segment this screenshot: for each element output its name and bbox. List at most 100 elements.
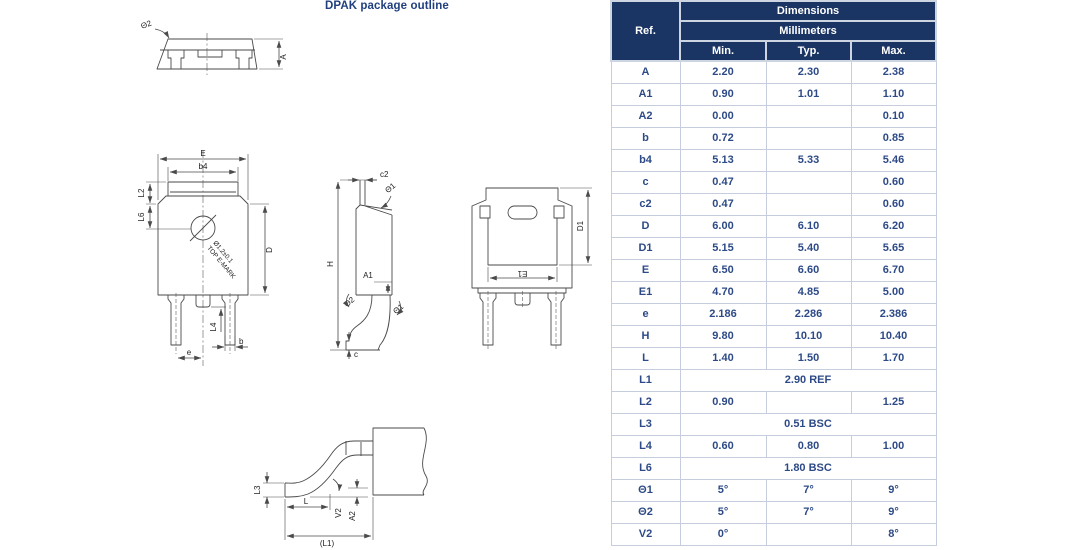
- typ-cell: 6.10: [765, 214, 852, 238]
- ref-cell: c2: [610, 192, 681, 216]
- ref-cell: Θ2: [610, 500, 681, 524]
- side-view-label-a1: A1: [363, 271, 373, 280]
- foot-detail-label-v2: V2: [334, 508, 343, 518]
- min-cell: 0.47: [679, 192, 767, 216]
- foot-detail-label-l3: L3: [253, 485, 262, 494]
- min-cell: 0.00: [679, 104, 767, 128]
- side-view-label-theta1-top: Θ1: [383, 181, 397, 195]
- ref-cell: V2: [610, 522, 681, 546]
- min-cell: 6.50: [679, 258, 767, 282]
- typ-cell: 2.30: [765, 60, 852, 84]
- max-cell: 0.10: [850, 104, 937, 128]
- ref-cell: L1: [610, 368, 681, 392]
- max-cell: 8°: [850, 522, 937, 546]
- max-cell: 9°: [850, 500, 937, 524]
- max-cell: 0.85: [850, 126, 937, 150]
- ref-cell: D: [610, 214, 681, 238]
- min-cell: 0.90: [679, 390, 767, 414]
- max-cell: 6.20: [850, 214, 937, 238]
- typ-header-cell: Typ.: [765, 40, 852, 62]
- top-view-label-e-pitch: e: [187, 348, 192, 357]
- typ-cell: 0.80: [765, 434, 852, 458]
- span-value-cell: 2.90 REF: [679, 368, 937, 392]
- ref-cell: e: [610, 302, 681, 326]
- min-cell: 5°: [679, 478, 767, 502]
- package-outline-drawings: A Θ2 E b4 L2 L6 D Ø1.: [137, 18, 592, 548]
- max-cell: 2.38: [850, 60, 937, 84]
- min-cell: 5.15: [679, 236, 767, 260]
- foot-detail-label-l: L: [304, 497, 309, 506]
- dimensions-table-header: Ref. Dimensions Millimeters Min. Typ. Ma…: [610, 0, 937, 62]
- back-view-drawing: D1 E1: [471, 187, 592, 350]
- back-view-label-e1: E1: [517, 269, 527, 278]
- min-cell: 5.13: [679, 148, 767, 172]
- ref-cell: L4: [610, 434, 681, 458]
- max-cell: 9°: [850, 478, 937, 502]
- ref-cell: L3: [610, 412, 681, 436]
- min-cell: 0.60: [679, 434, 767, 458]
- min-cell: 9.80: [679, 324, 767, 348]
- ref-cell: A: [610, 60, 681, 84]
- side-view-label-theta1-bottom: Θ1: [391, 302, 405, 316]
- side-view-label-theta2: Θ2: [342, 295, 356, 309]
- max-cell: 10.40: [850, 324, 937, 348]
- foot-detail-drawing: L3 L V2 A2 (L1): [253, 427, 428, 548]
- max-cell: 0.60: [850, 170, 937, 194]
- top-view-label-b4: b4: [199, 162, 208, 171]
- ref-cell: b: [610, 126, 681, 150]
- min-cell: 0°: [679, 522, 767, 546]
- front-view-drawing: A Θ2: [140, 18, 288, 75]
- typ-cell: [765, 192, 852, 216]
- max-cell: 5.00: [850, 280, 937, 304]
- typ-cell: 1.01: [765, 82, 852, 106]
- typ-cell: 7°: [765, 500, 852, 524]
- foot-detail-label-a2: A2: [348, 511, 357, 521]
- ref-cell: H: [610, 324, 681, 348]
- ref-cell: L: [610, 346, 681, 370]
- min-cell: 2.20: [679, 60, 767, 84]
- top-view-label-l6: L6: [137, 212, 146, 221]
- min-cell: 6.00: [679, 214, 767, 238]
- min-cell: 0.90: [679, 82, 767, 106]
- top-view-label-e: E: [200, 149, 205, 158]
- typ-cell: 7°: [765, 478, 852, 502]
- max-header-cell: Max.: [850, 40, 937, 62]
- typ-cell: 5.40: [765, 236, 852, 260]
- typ-cell: [765, 170, 852, 194]
- side-view-label-c: c: [354, 350, 358, 359]
- typ-cell: [765, 104, 852, 128]
- min-header-cell: Min.: [679, 40, 767, 62]
- ref-cell: D1: [610, 236, 681, 260]
- max-cell: 1.70: [850, 346, 937, 370]
- typ-cell: 10.10: [765, 324, 852, 348]
- ref-cell: A1: [610, 82, 681, 106]
- ref-cell: L2: [610, 390, 681, 414]
- typ-cell: [765, 390, 852, 414]
- min-cell: 4.70: [679, 280, 767, 304]
- back-view-label-d1: D1: [576, 220, 585, 231]
- dimensions-header-cell: Dimensions: [679, 0, 937, 22]
- ref-cell: E: [610, 258, 681, 282]
- top-view-label-d: D: [265, 247, 274, 253]
- ref-cell: Θ1: [610, 478, 681, 502]
- dimensions-table-panel: Ref. Dimensions Millimeters Min. Typ. Ma…: [610, 0, 937, 546]
- foot-detail-label-l1: (L1): [320, 539, 335, 548]
- side-view-label-c2: c2: [380, 170, 389, 179]
- min-cell: 2.186: [679, 302, 767, 326]
